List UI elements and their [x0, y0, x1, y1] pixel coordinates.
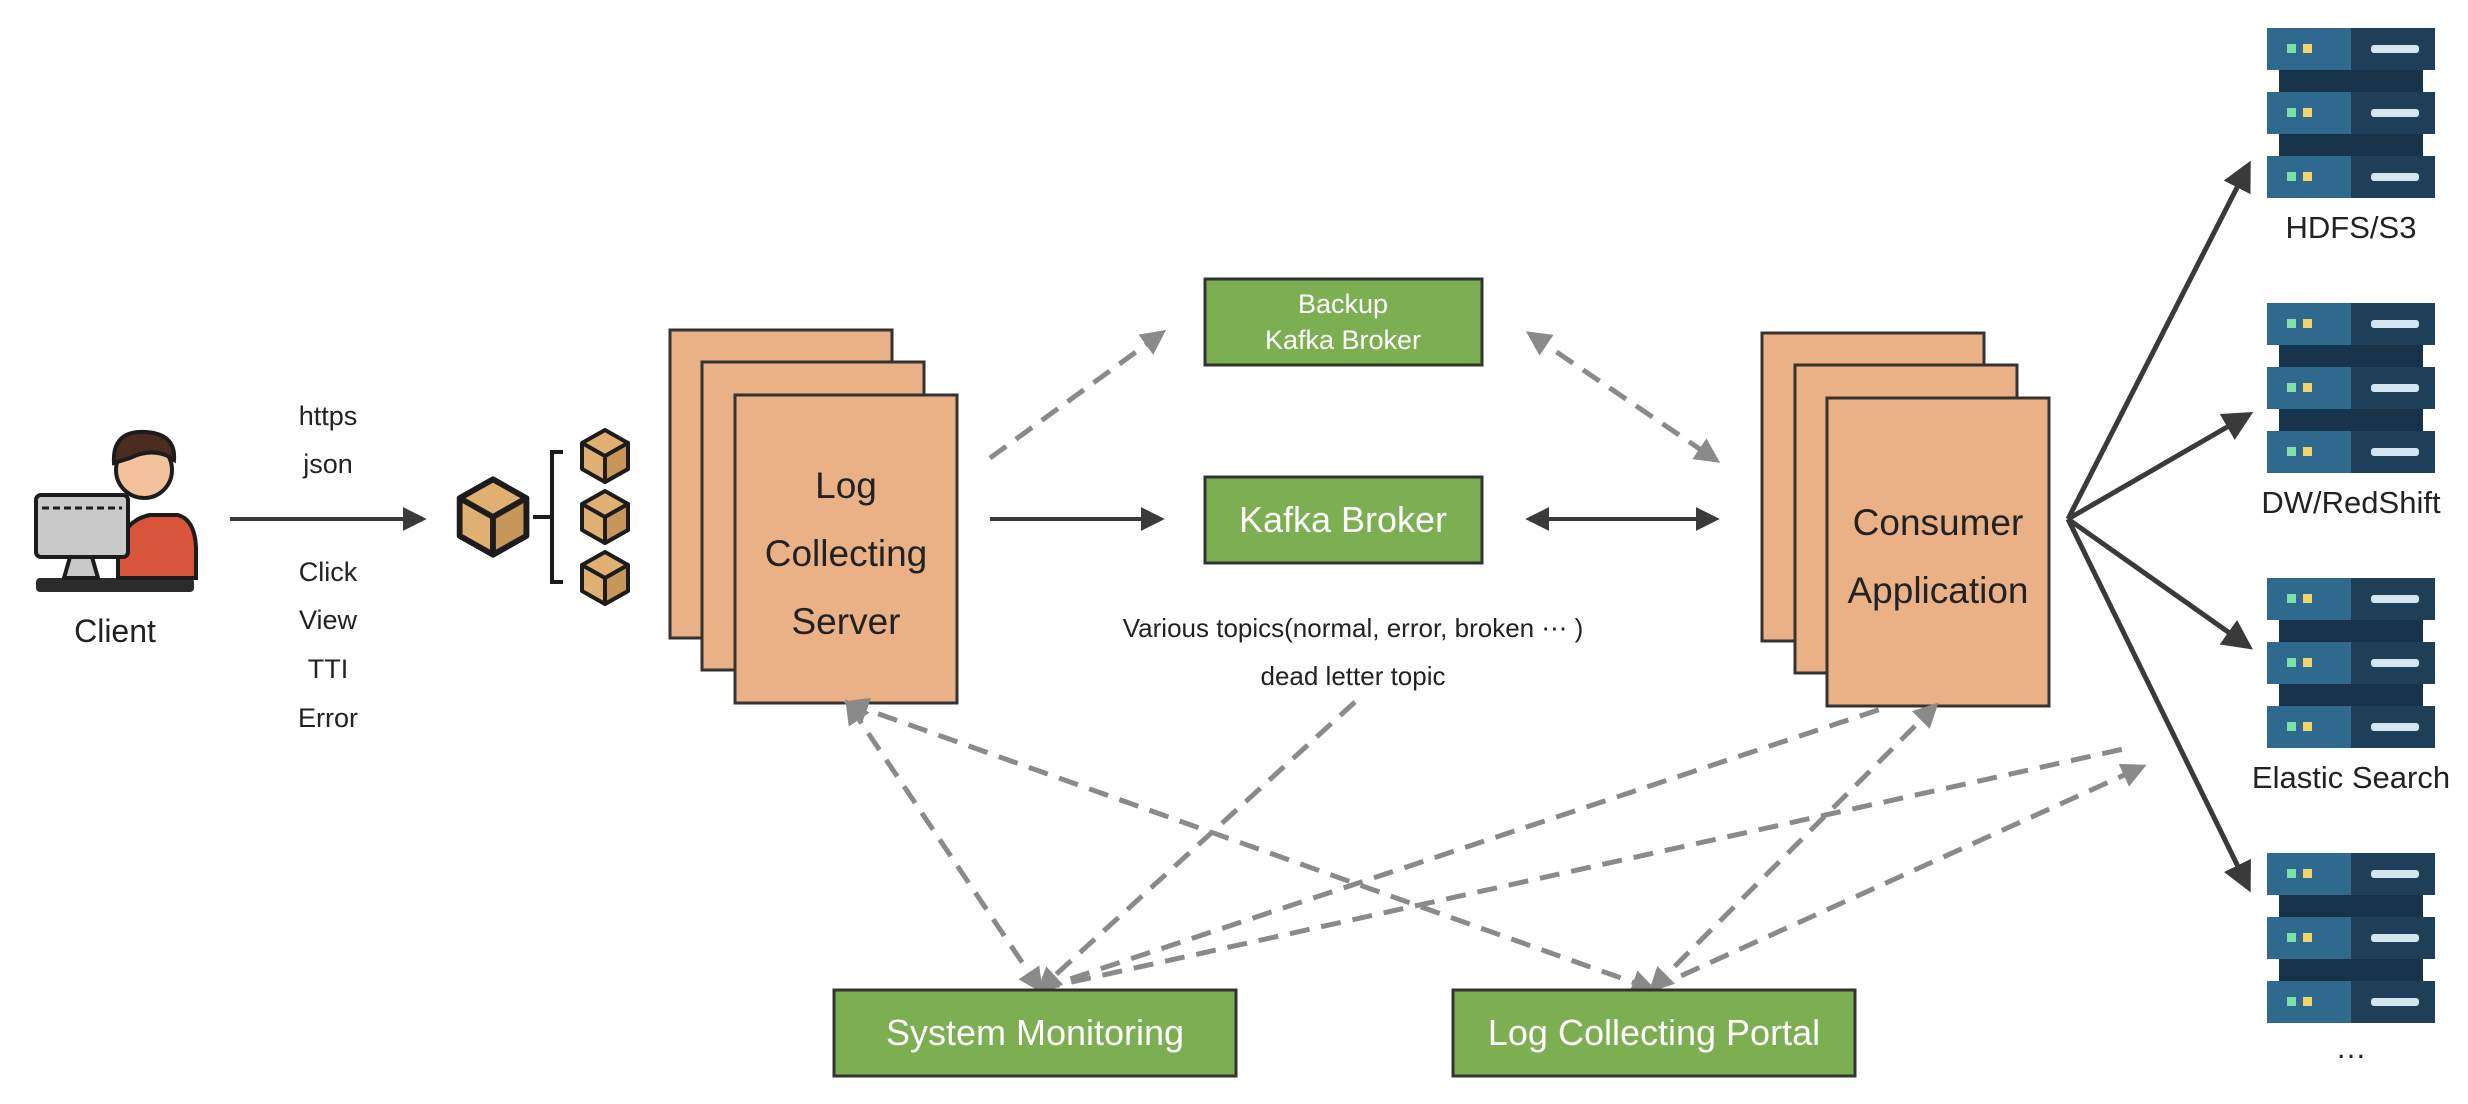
consumer-to-other-arrow — [2065, 517, 2251, 893]
event-label-click: Click — [299, 557, 358, 587]
hdfs-server-icon — [2267, 28, 2435, 198]
system-monitoring-label: System Monitoring — [886, 1012, 1184, 1053]
dw-server-icon — [2267, 303, 2435, 473]
topics-to-monitoring-dashed-line — [1036, 700, 1357, 993]
elastic-label: Elastic Search — [2252, 760, 2450, 795]
backup-consumer-dashed-arrow — [1525, 331, 1721, 463]
server-to-backup-dashed-arrow — [988, 330, 1167, 461]
portal-consumer-dashed-arrow — [1648, 702, 1939, 993]
consumer-to-dw-arrow — [2066, 411, 2254, 522]
backup-broker-label-line2: Kafka Broker — [1265, 325, 1421, 355]
protocol-label-json: json — [302, 449, 353, 479]
consumer-to-hdfs-arrow — [2065, 160, 2251, 521]
event-label-view: View — [299, 605, 358, 635]
client-icon — [34, 429, 198, 592]
event-label-error: Error — [298, 703, 358, 733]
log-server-label-line1: Log — [815, 465, 877, 506]
consumer-to-elastic-arrow — [2066, 516, 2253, 650]
log-collecting-server — [668, 328, 959, 705]
kafka-broker-box — [1203, 475, 1484, 565]
server-portal-dashed-arrow — [843, 697, 1657, 995]
event-label-tti: TTI — [308, 654, 349, 684]
topics-label: Various topics(normal, error, broken ⋯ ) — [1123, 613, 1583, 643]
dw-label: DW/RedShift — [2261, 485, 2441, 520]
monitoring-server-dashed-arrow — [845, 698, 1043, 994]
log-server-label-line3: Server — [792, 601, 901, 642]
consumer-label-line2: Application — [1847, 570, 2028, 611]
protocol-label-https: https — [299, 401, 358, 431]
kafka-broker-label: Kafka Broker — [1239, 499, 1447, 540]
consumer-application — [1760, 331, 2051, 708]
system-monitoring-box — [832, 988, 1238, 1078]
monitoring-right-dashed-line — [1039, 745, 2129, 992]
log-server-label-line2: Collecting — [765, 533, 927, 574]
other-server-icon — [2267, 853, 2435, 1023]
elastic-server-icon — [2267, 578, 2435, 748]
client-label: Client — [74, 613, 156, 649]
batch-cubes-icon — [460, 428, 630, 606]
dead-letter-topic-label: dead letter topic — [1260, 661, 1445, 691]
backup-kafka-broker-box — [1203, 277, 1484, 367]
portal-right-dashed-arrow — [1650, 763, 2147, 992]
other-storage-label: … — [2336, 1030, 2367, 1065]
monitoring-consumer-dashed-line — [1039, 703, 1891, 992]
backup-broker-label-line1: Backup — [1298, 289, 1388, 319]
hdfs-label: HDFS/S3 — [2286, 210, 2417, 245]
log-collecting-portal-label: Log Collecting Portal — [1488, 1012, 1820, 1053]
consumer-label-line1: Consumer — [1853, 502, 2024, 543]
log-collecting-portal-box — [1451, 988, 1857, 1078]
